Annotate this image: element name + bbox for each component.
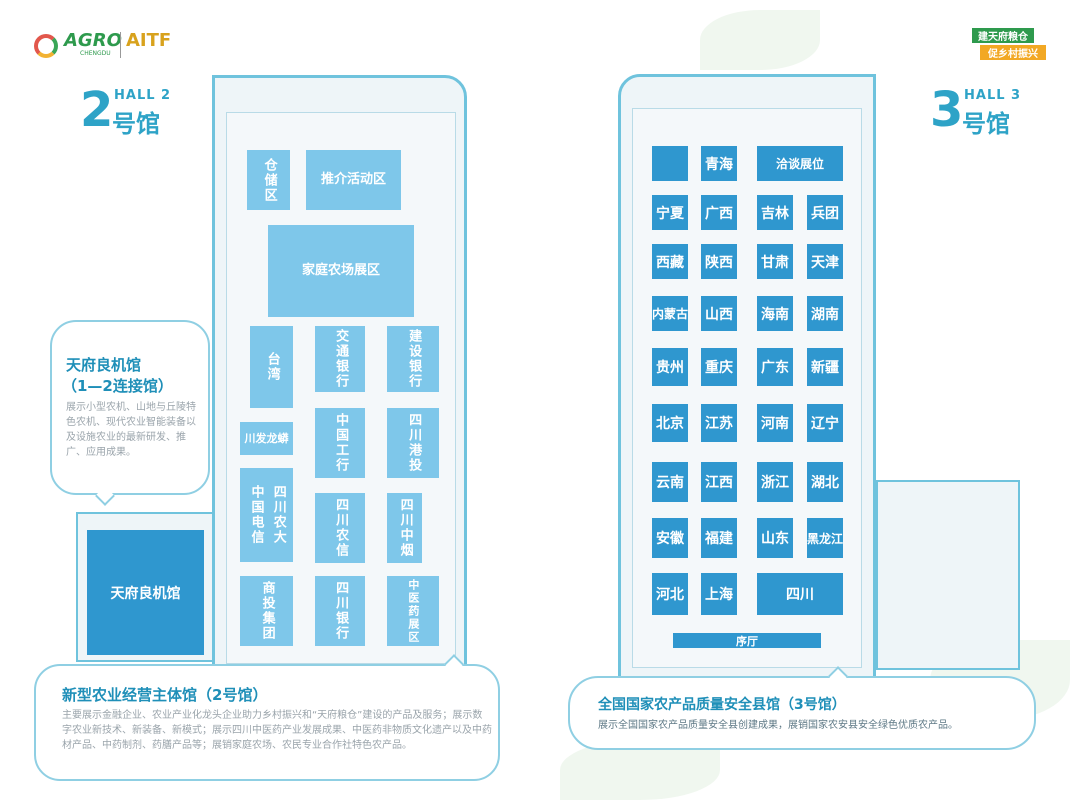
province-booth[interactable]: 上海 bbox=[701, 573, 737, 615]
logo-divider bbox=[120, 32, 121, 58]
province-booth[interactable]: 宁夏 bbox=[652, 195, 688, 230]
hall3-number: 3 bbox=[930, 82, 964, 138]
province-booth[interactable]: 重庆 bbox=[701, 348, 737, 386]
agro-emblem-icon bbox=[34, 34, 58, 58]
booth-storage[interactable]: 仓储区 bbox=[247, 150, 290, 210]
hall2-chinese-label: 号馆 bbox=[112, 110, 160, 138]
booth-machinery[interactable]: 天府良机馆 bbox=[87, 530, 204, 655]
province-booth[interactable]: 湖南 bbox=[807, 296, 843, 331]
booth-promo-zone[interactable]: 推介活动区 bbox=[306, 150, 401, 210]
province-booth[interactable]: 广西 bbox=[701, 195, 737, 230]
booth-chuanfa[interactable]: 川发龙蟒 bbox=[240, 422, 293, 455]
province-booth[interactable]: 甘肃 bbox=[757, 244, 793, 279]
province-booth[interactable]: 新疆 bbox=[807, 348, 843, 386]
province-booth[interactable]: 山西 bbox=[701, 296, 737, 331]
hall3-title: 全国国家农产品质量安全县馆（3号馆） bbox=[598, 697, 846, 713]
hall2-english-label: HALL 2 bbox=[114, 88, 172, 103]
booth-sau-label: 四川农大 bbox=[270, 485, 286, 545]
province-booth[interactable]: 江西 bbox=[701, 462, 737, 502]
province-booth[interactable]: 西藏 bbox=[652, 244, 688, 279]
province-booth[interactable]: 海南 bbox=[757, 296, 793, 331]
slogan-tag-orange: 促乡村振兴 bbox=[980, 45, 1046, 60]
province-booth[interactable]: 河南 bbox=[757, 404, 793, 442]
province-booth[interactable]: 兵团 bbox=[807, 195, 843, 230]
booth-sc-bank[interactable]: 四川银行 bbox=[315, 576, 365, 646]
booth-tcm[interactable]: 中医药展区 bbox=[387, 576, 439, 646]
hall2-info-bubble bbox=[34, 664, 500, 781]
province-booth[interactable]: 内蒙古 bbox=[652, 296, 688, 331]
province-booth[interactable]: 广东 bbox=[757, 348, 793, 386]
province-booth[interactable]: 云南 bbox=[652, 462, 688, 502]
booth-telecom-label: 中国电信 bbox=[248, 485, 264, 545]
booth-sc-tobacco[interactable]: 四川中烟 bbox=[387, 493, 422, 563]
background-leaf bbox=[560, 740, 720, 800]
hall2-description: 主要展示金融企业、农业产业化龙头企业助力乡村振兴和“天府粮仓”建设的产品及服务；… bbox=[62, 710, 492, 751]
machinery-subtitle: （1—2连接馆） bbox=[62, 377, 173, 395]
booth-sc-port[interactable]: 四川港投 bbox=[387, 408, 439, 478]
machinery-info-bubble bbox=[50, 320, 210, 495]
hall3-chinese-label: 号馆 bbox=[962, 110, 1010, 138]
booth-bocom[interactable]: 交通银行 bbox=[315, 326, 365, 392]
booth-lobby[interactable]: 序厅 bbox=[673, 633, 821, 648]
province-booth[interactable]: 吉林 bbox=[757, 195, 793, 230]
province-booth[interactable]: 浙江 bbox=[757, 462, 793, 502]
province-booth[interactable]: 贵州 bbox=[652, 348, 688, 386]
agro-logo: AGRO bbox=[64, 30, 122, 51]
aitf-logo: AITF bbox=[126, 30, 172, 51]
province-booth[interactable]: 洽谈展位 bbox=[757, 146, 843, 181]
province-booth[interactable]: 辽宁 bbox=[807, 404, 843, 442]
background-leaf bbox=[700, 10, 820, 70]
province-booth[interactable]: 江苏 bbox=[701, 404, 737, 442]
province-booth[interactable]: 北京 bbox=[652, 404, 688, 442]
province-booth[interactable]: 陕西 bbox=[701, 244, 737, 279]
hall2-title: 新型农业经营主体馆（2号馆） bbox=[62, 686, 268, 704]
slogan-tag-green: 建天府粮仓 bbox=[972, 28, 1034, 43]
province-booth[interactable]: 河北 bbox=[652, 573, 688, 615]
booth-icbc[interactable]: 中国工行 bbox=[315, 408, 365, 478]
province-booth[interactable]: 四川 bbox=[757, 573, 843, 615]
province-booth[interactable]: 天津 bbox=[807, 244, 843, 279]
hall2-number: 2 bbox=[80, 82, 114, 138]
booth-telecom-sau[interactable]: 四川农大 中国电信 bbox=[240, 468, 293, 562]
booth-taiwan[interactable]: 台湾 bbox=[250, 326, 293, 408]
province-booth[interactable]: 青海 bbox=[701, 146, 737, 181]
hall3-english-label: HALL 3 bbox=[964, 88, 1022, 103]
machinery-title: 天府良机馆 bbox=[66, 356, 142, 374]
province-booth[interactable]: 湖北 bbox=[807, 462, 843, 502]
hall3-annex-building bbox=[876, 480, 1020, 670]
hall3-description: 展示全国国家农产品质量安全县创建成果，展销国家农安县安全绿色优质农产品。 bbox=[598, 720, 958, 731]
booth-family-farm[interactable]: 家庭农场展区 bbox=[268, 225, 414, 317]
province-booth[interactable]: 福建 bbox=[701, 518, 737, 558]
booth-shangtou[interactable]: 商投集团 bbox=[240, 576, 293, 646]
machinery-description: 展示小型农机、山地与丘陵特色农机、现代农业智能装备以及设施农业的最新研发、推广、… bbox=[66, 402, 196, 458]
province-booth[interactable]: 安徽 bbox=[652, 518, 688, 558]
agro-logo-sub: CHENGDU bbox=[80, 50, 111, 57]
booth-sc-rural-credit[interactable]: 四川农信 bbox=[315, 493, 365, 563]
province-booth[interactable]: 黑龙江 bbox=[807, 518, 843, 558]
province-booth[interactable]: 山东 bbox=[757, 518, 793, 558]
booth-ccb[interactable]: 建设银行 bbox=[387, 326, 439, 392]
hall3-info-bubble bbox=[568, 676, 1036, 750]
province-booth[interactable] bbox=[652, 146, 688, 181]
